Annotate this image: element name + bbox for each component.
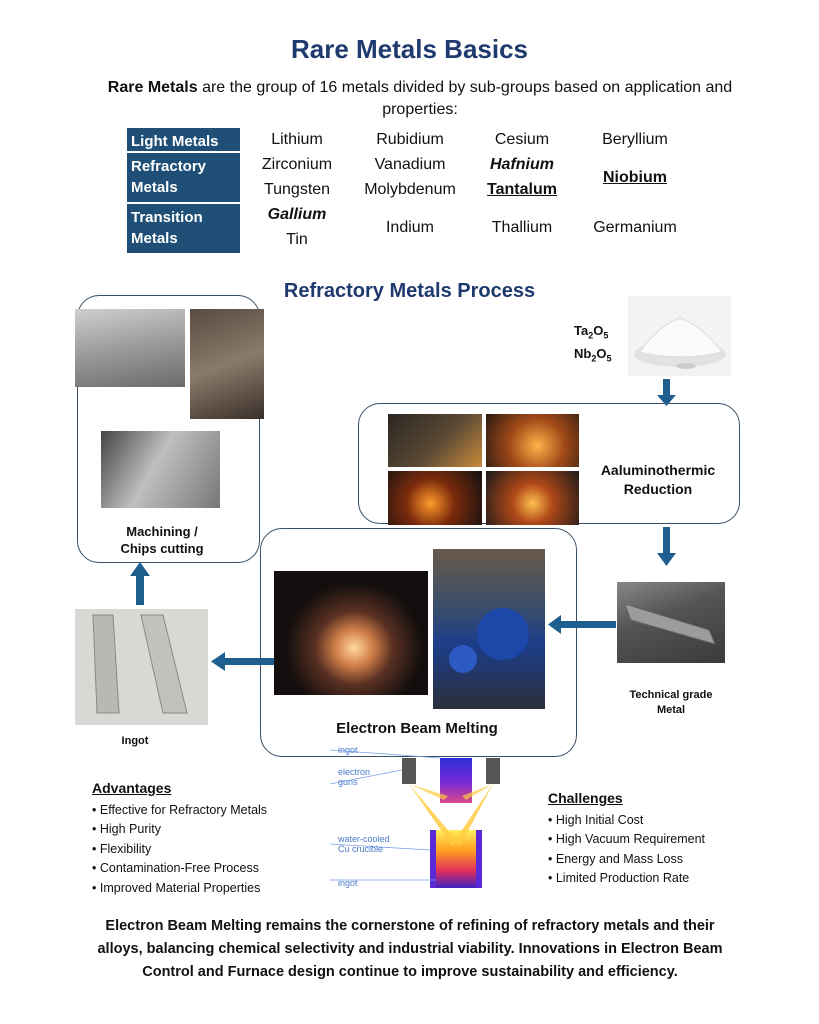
ebm-melt-photo (274, 571, 428, 695)
metal-beryllium: Beryllium (602, 131, 668, 148)
arrow-oxide-to-reduction (663, 379, 670, 397)
advantage-item: Flexibility (92, 840, 267, 860)
category-transition: Transition Metals (127, 204, 240, 253)
ingot-label: Ingot (121, 735, 149, 747)
category-refractory: Refractory Metals (127, 153, 240, 202)
challenge-item: Limited Production Rate (548, 869, 705, 889)
advantage-item: Improved Material Properties (92, 879, 267, 899)
machining-box (77, 295, 260, 563)
arrow-ebm-to-ingot (222, 658, 274, 665)
arrow-ingot-to-machining (136, 573, 144, 605)
metal-zirconium: Zirconium (261, 156, 333, 173)
metal-molybdenum: Molybdenum (364, 181, 456, 198)
page-title: Rare Metals Basics (290, 34, 529, 64)
metal-germanium: Germanium (593, 219, 677, 236)
advantage-item: High Purity (92, 820, 267, 840)
metal-gallium: Gallium (267, 206, 327, 223)
category-light: Light Metals (127, 128, 240, 151)
oxide-nb2o5: Nb2O5 (574, 345, 612, 364)
diagram-label-ingot-bottom: ingot (338, 878, 358, 888)
challenge-item: High Initial Cost (548, 811, 705, 831)
metal-tungsten: Tungsten (263, 181, 331, 198)
challenges-list: Challenges High Initial Cost High Vacuum… (548, 789, 705, 889)
metal-rubidium: Rubidium (376, 131, 444, 148)
metal-niobium: Niobium (603, 169, 667, 186)
bars-photo (75, 309, 185, 387)
metal-thallium: Thallium (491, 219, 553, 236)
ingot-photo (75, 609, 208, 725)
reduction-photo-3 (388, 471, 482, 525)
reduction-photo-4 (486, 471, 579, 525)
arrow-reduction-to-metal (663, 527, 670, 555)
ebm-label: Electron Beam Melting (336, 720, 498, 737)
metal-tantalum: Tantalum (487, 181, 557, 198)
metal-tin: Tin (286, 231, 308, 248)
diagram-label-crucible: water-cooled Cu crucible (338, 834, 390, 854)
metal-lithium: Lithium (271, 131, 323, 148)
process-title: Refractory Metals Process (283, 280, 536, 302)
intro-text: Rare Metals are the group of 16 metals d… (90, 77, 750, 121)
intro-bold: Rare Metals (107, 79, 198, 96)
ebm-schematic (330, 749, 500, 888)
diagram-label-guns: electron guns (338, 767, 371, 787)
machining-label: Machining / Chips cutting (120, 524, 204, 556)
challenge-item: Energy and Mass Loss (548, 850, 705, 870)
advantages-heading: Advantages (92, 780, 172, 796)
chips-photo (190, 309, 264, 419)
arrow-metal-to-ebm (558, 621, 616, 628)
challenge-item: High Vacuum Requirement (548, 830, 705, 850)
oxide-formulas: Ta2O5 Nb2O5 (574, 322, 612, 367)
lathe-photo (101, 431, 220, 508)
advantage-item: Contamination-Free Process (92, 859, 267, 879)
diagram-label-ingot-top: ingot (338, 745, 358, 755)
oxide-ta2o5: Ta2O5 (574, 323, 609, 341)
reduction-photo-2 (486, 414, 579, 467)
advantage-item: Effective for Refractory Metals (92, 801, 267, 821)
technical-metal-label: Technical grade Metal (629, 689, 713, 716)
metal-cesium: Cesium (494, 131, 550, 148)
challenges-heading: Challenges (548, 790, 623, 806)
advantages-list: Advantages Effective for Refractory Meta… (92, 779, 267, 898)
intro-rest: are the group of 16 metals divided by su… (197, 79, 733, 118)
reduction-label: Aaluminothermic Reduction (600, 462, 716, 497)
metal-indium: Indium (385, 219, 435, 236)
metal-hafnium: Hafnium (490, 156, 554, 173)
metal-vanadium: Vanadium (374, 156, 446, 173)
reduction-photo-1 (388, 414, 482, 467)
summary-text: Electron Beam Melting remains the corner… (97, 918, 723, 980)
ebm-furnace-photo (433, 549, 545, 709)
technical-metal-photo (617, 582, 725, 663)
oxide-powder-photo (628, 296, 731, 376)
